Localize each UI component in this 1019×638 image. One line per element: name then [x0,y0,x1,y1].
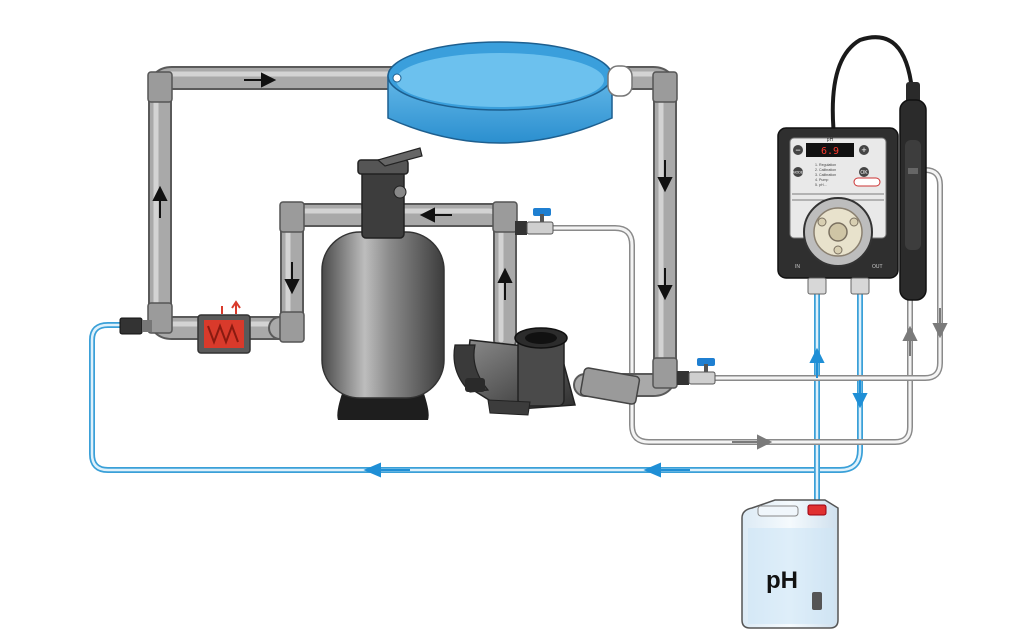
plus-button[interactable] [859,145,869,155]
mode-button[interactable] [793,167,803,177]
arrow-down-icon [657,268,673,301]
valve-handle-icon [697,358,715,366]
arrow-down-icon [284,262,300,295]
in-port-label: IN [795,264,800,270]
svg-text:5. pH...: 5. pH... [815,183,827,187]
svg-text:3. Calibration: 3. Calibration [815,173,836,177]
arrow-left-icon [363,462,410,478]
ph-chemical-container: pH [741,499,839,629]
brand-logo [853,177,881,187]
flow-arrows [152,72,948,478]
fittings [119,208,716,385]
arrow-right-icon [732,434,773,450]
ph-probe [899,82,927,301]
arrow-up-icon [902,325,918,356]
arrow-down-icon [932,308,948,339]
controller-menu: 1. Regulation 2. Calibration 3. Calibrat… [815,163,836,187]
svg-text:−: − [795,145,800,155]
ph-display [806,143,854,157]
ph-display-unit: pH [827,137,834,143]
foot-valve [812,592,822,610]
valve-handle-icon [533,208,551,216]
heat-arrow-icon [231,300,241,314]
svg-text:2. Calibration: 2. Calibration [815,168,836,172]
ph-display-value: 6.9 [821,146,839,157]
heater [197,300,251,354]
arrow-down-icon [852,380,868,409]
out-port-label: OUT [872,264,883,270]
arrow-left-icon [419,207,452,223]
ph-controller: 6.9 pH − + 1. Regulation 2. Calibration … [777,35,914,295]
svg-text:+: + [861,145,866,155]
valve-handle-icon [376,147,423,167]
circulation-pump [453,327,641,416]
svg-text:1. Regulation: 1. Regulation [815,163,836,167]
container-cap [807,504,827,516]
arrow-up-icon [497,267,513,300]
arrow-left-icon [643,462,690,478]
arrow-up-icon [809,347,825,378]
svg-text:4. Pump: 4. Pump [815,178,828,182]
swimming-pool [387,41,633,144]
container-label: pH [766,567,798,594]
svg-text:OK: OK [860,170,868,176]
arrow-up-icon [152,185,168,218]
sample-line [542,167,943,445]
multiport-valve [361,167,405,239]
arrow-down-icon [657,160,673,193]
skimmer [607,65,633,97]
ok-button[interactable] [859,167,869,177]
svg-text:MODE: MODE [793,171,804,175]
arrow-right-icon [244,72,277,88]
minus-button[interactable] [793,145,803,155]
sand-filter [321,147,445,420]
